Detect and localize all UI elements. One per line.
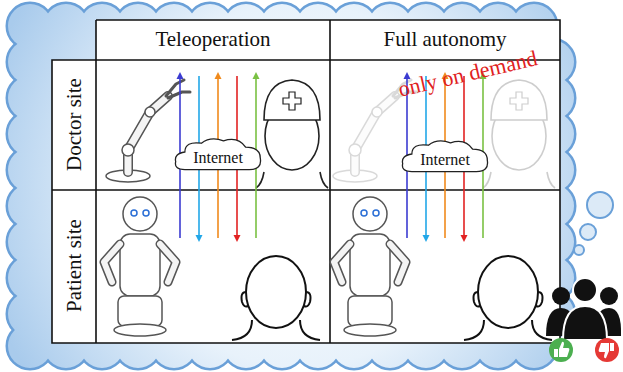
row-header: Doctor site [62,79,85,172]
node-text: Internet [172,149,264,167]
column-header: Teleoperation [155,28,270,51]
column-header: Full autonomy [383,28,506,51]
internet-cloud: Internet [399,138,491,178]
internet-cloud: Internet [172,136,264,176]
node-text: Internet [399,151,491,169]
row-header: Patient site [62,220,85,313]
